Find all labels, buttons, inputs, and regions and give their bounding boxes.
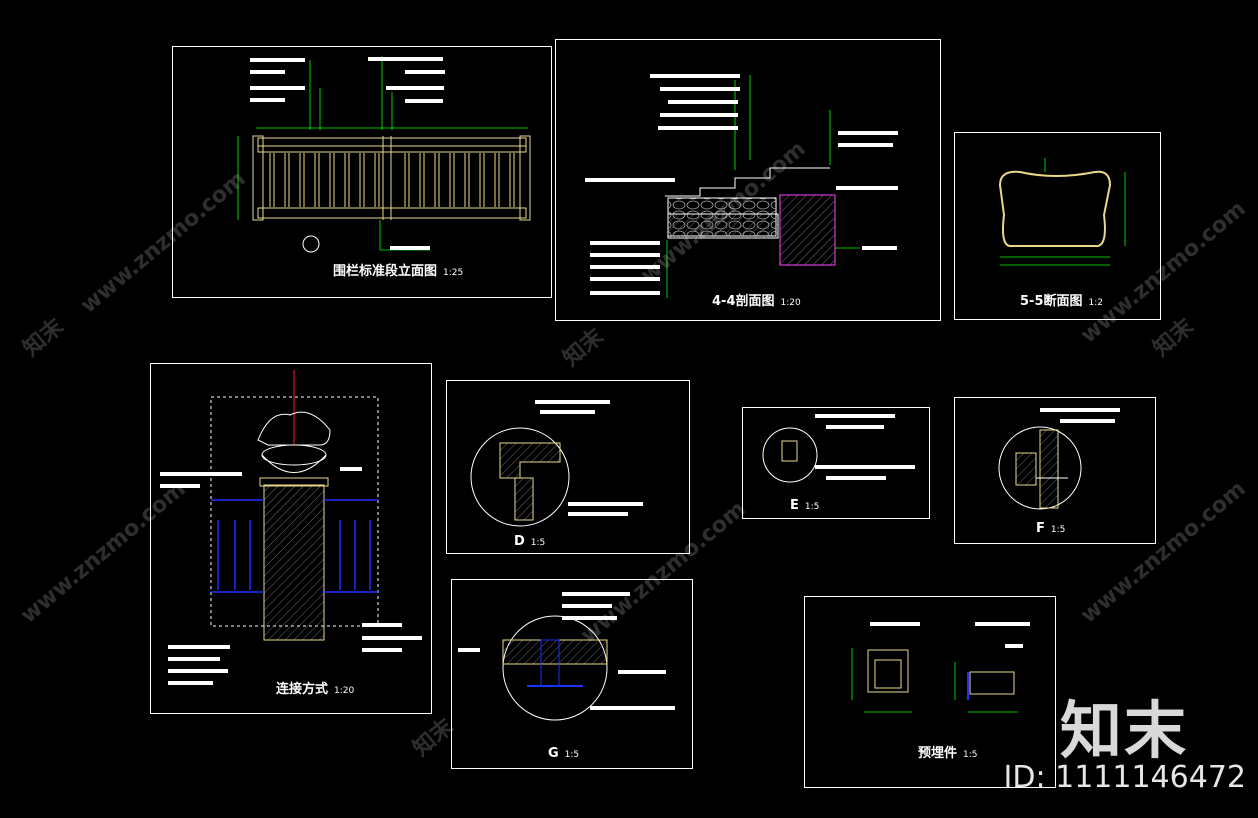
- detail-d-circle: [470, 427, 570, 527]
- section-4-4-title: 4-4剖面图 1:20: [712, 290, 801, 309]
- section-4-4-annotation-text: [585, 74, 898, 295]
- embedded-scale-text: 1:5: [963, 750, 978, 760]
- embedded-title-text: 预埋件: [918, 746, 958, 761]
- railing-elevation-drawing: [252, 135, 531, 221]
- panel-railing-elevation: [172, 46, 552, 298]
- connection-railings: [211, 499, 378, 593]
- section-4-4-leaders: [666, 75, 860, 298]
- connection-pillar: [263, 484, 325, 641]
- railing-scale-text: 1:25: [443, 268, 464, 278]
- detail-d-post: [514, 477, 534, 521]
- detail-e-circle: [762, 427, 818, 483]
- detail-f-scale-text: 1:5: [1050, 525, 1066, 535]
- panel-detail-f: [954, 397, 1156, 544]
- detail-g-scale-text: 1:5: [564, 750, 580, 760]
- asset-id-text: ID: 1111146472: [1003, 760, 1246, 795]
- detail-g-title-text: G: [548, 746, 559, 761]
- brand-logo-text: 知末: [1059, 694, 1188, 767]
- detail-d-cap: [499, 442, 561, 479]
- section-5-5-profile: [998, 170, 1112, 248]
- section-5-5-title: 5-5断面图 1:2: [1020, 290, 1103, 309]
- panel-detail-e: [742, 407, 930, 519]
- detail-e-scale-text: 1:5: [804, 502, 820, 512]
- detail-f-title-text: F: [1036, 521, 1045, 536]
- railing-title-text: 围栏标准段立面图: [333, 264, 438, 279]
- section-4-4-drawing: [665, 167, 836, 266]
- railing-section-marker: [302, 235, 320, 253]
- connection-plant: [257, 411, 331, 446]
- detail-e-title: E 1:5: [790, 498, 819, 513]
- connection-planter: [261, 444, 327, 466]
- section44-title-text: 4-4剖面图: [712, 294, 775, 309]
- connection-title-text: 连接方式: [276, 682, 329, 697]
- detail-f-circle: [998, 426, 1082, 510]
- detail-e-title-text: E: [790, 498, 799, 513]
- connection-annotation-text: [160, 467, 422, 685]
- panel-detail-g: [451, 579, 693, 769]
- panel-embedded-parts: [804, 596, 1056, 788]
- detail-d-scale-text: 1:5: [530, 538, 546, 548]
- embedded-part-a: [867, 649, 909, 693]
- embedded-part-b: [969, 671, 1015, 695]
- embedded-parts-title: 预埋件 1:5: [918, 742, 978, 761]
- section44-scale-text: 1:20: [780, 298, 801, 308]
- connection-scale-text: 1:20: [334, 686, 355, 696]
- connection-pillar-cap: [259, 477, 329, 487]
- detail-f-title: F 1:5: [1036, 521, 1065, 536]
- detail-e-section: [781, 440, 798, 462]
- section55-title-text: 5-5断面图: [1020, 294, 1083, 309]
- detail-g-title: G 1:5: [548, 746, 579, 761]
- detail-d-title: D 1:5: [514, 534, 545, 549]
- panel-section-4-4: [555, 39, 941, 321]
- section-5-5-dimensions: [1000, 158, 1126, 266]
- detail-d-title-text: D: [514, 534, 525, 549]
- panel-section-5-5: [954, 132, 1161, 320]
- railing-annotation-text: [250, 57, 445, 250]
- panel-detail-d: [446, 380, 690, 554]
- connection-title: 连接方式 1:20: [276, 678, 354, 697]
- detail-f-section: [1015, 452, 1037, 486]
- detail-g-circle: [502, 615, 608, 721]
- panel-connection: [150, 363, 432, 714]
- section55-scale-text: 1:2: [1088, 298, 1103, 308]
- railing-elevation-title: 围栏标准段立面图 1:25: [333, 260, 463, 279]
